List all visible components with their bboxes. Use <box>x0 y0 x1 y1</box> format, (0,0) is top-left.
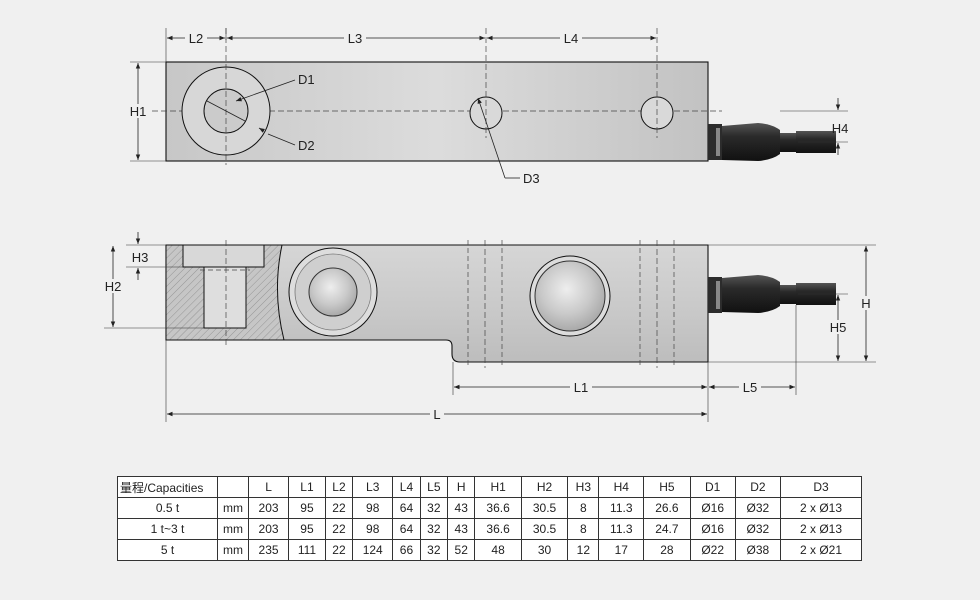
table-header-cell <box>217 476 249 498</box>
table-header-row: 量程/Capacities L L1 L2 L3 L4 L5 H H1 H2 H… <box>117 476 862 498</box>
label-l3: L3 <box>348 31 362 46</box>
table-cell: 95 <box>288 518 326 540</box>
table-header-cell: L1 <box>288 476 326 498</box>
table-cell: 36.6 <box>474 497 522 519</box>
label-l: L <box>433 407 440 422</box>
table-cell: 22 <box>324 539 354 561</box>
table-cell: 124 <box>352 539 394 561</box>
table-cell: 52 <box>447 539 476 561</box>
table-cell: Ø16 <box>689 518 736 540</box>
table-cell: 17 <box>598 539 645 561</box>
table-cell: 203 <box>247 497 290 519</box>
table-cell: 2 x Ø21 <box>780 539 862 561</box>
label-d1: D1 <box>298 72 315 87</box>
table-cell: Ø32 <box>734 518 782 540</box>
table-row: 0.5 t mm 203 95 22 98 64 32 43 36.6 30.5… <box>117 497 862 519</box>
table-header-cell: L <box>247 476 290 498</box>
table-header-cell: H5 <box>643 476 691 498</box>
table-cell: 98 <box>352 497 394 519</box>
table-cell: 32 <box>419 518 449 540</box>
table-cell: 12 <box>567 539 600 561</box>
table-cell: 235 <box>247 539 290 561</box>
front-view <box>104 232 876 422</box>
table-header-cell: L3 <box>352 476 394 498</box>
table-cell: 11.3 <box>598 518 645 540</box>
table-header-cell: L4 <box>392 476 421 498</box>
table-cell: 203 <box>247 518 290 540</box>
table-header-cell: L2 <box>324 476 354 498</box>
table-cell: 32 <box>419 539 449 561</box>
table-header-cell: H2 <box>520 476 569 498</box>
table-cell: 1 t~3 t <box>117 518 218 540</box>
table-cell: 66 <box>392 539 421 561</box>
top-view <box>130 28 848 179</box>
table-cell: 0.5 t <box>117 497 218 519</box>
table-cell: 28 <box>643 539 691 561</box>
table-cell: 111 <box>288 539 326 561</box>
table-cell: Ø38 <box>734 539 782 561</box>
tapped-hole-top <box>182 244 265 268</box>
label-l5: L5 <box>743 380 757 395</box>
table-header-cell: H3 <box>567 476 600 498</box>
table-cell: 11.3 <box>598 497 645 519</box>
table-cell: 26.6 <box>643 497 691 519</box>
capacity-spec-table: 量程/Capacities L L1 L2 L3 L4 L5 H H1 H2 H… <box>117 476 862 561</box>
table-header-cell: L5 <box>419 476 449 498</box>
table-cell: mm <box>217 497 249 519</box>
table-cell: 30 <box>520 539 569 561</box>
label-h: H <box>861 296 870 311</box>
table-cell: 8 <box>567 497 600 519</box>
table-cell: 43 <box>447 518 476 540</box>
table-cell: 22 <box>324 518 354 540</box>
table-cell: 36.6 <box>474 518 522 540</box>
label-l1: L1 <box>574 380 588 395</box>
table-cell: mm <box>217 539 249 561</box>
table-cell: Ø16 <box>689 497 736 519</box>
table-header-cell: H4 <box>598 476 645 498</box>
load-cell-drawing: L2 L3 L4 H1 H4 D1 D2 D3 H3 H2 H H5 L1 L5… <box>102 28 876 422</box>
table-header-cell: D1 <box>689 476 736 498</box>
table-row: 1 t~3 t mm 203 95 22 98 64 32 43 36.6 30… <box>117 518 862 540</box>
table-cell: 32 <box>419 497 449 519</box>
table-cell: 2 x Ø13 <box>780 518 862 540</box>
table-cell: 48 <box>474 539 522 561</box>
label-l2: L2 <box>189 31 203 46</box>
table-header-cell: 量程/Capacities <box>117 476 218 498</box>
label-l4: L4 <box>564 31 578 46</box>
table-cell: 98 <box>352 518 394 540</box>
table-header-cell: D3 <box>780 476 862 498</box>
table-row: 5 t mm 235 111 22 124 66 32 52 48 30 12 … <box>117 539 862 561</box>
table-cell: 5 t <box>117 539 218 561</box>
table-cell: 30.5 <box>520 497 569 519</box>
label-h3: H3 <box>132 250 149 265</box>
table-cell: Ø22 <box>689 539 736 561</box>
table-cell: 95 <box>288 497 326 519</box>
table-cell: mm <box>217 518 249 540</box>
label-d2: D2 <box>298 138 315 153</box>
table-cell: 22 <box>324 497 354 519</box>
table-cell: 24.7 <box>643 518 691 540</box>
label-d3: D3 <box>523 171 540 186</box>
table-cell: 43 <box>447 497 476 519</box>
label-h5: H5 <box>830 320 847 335</box>
table-cell: 2 x Ø13 <box>780 497 862 519</box>
table-header-cell: D2 <box>734 476 782 498</box>
label-h2: H2 <box>105 279 122 294</box>
table-cell: 8 <box>567 518 600 540</box>
tapped-hole-bore <box>203 266 247 329</box>
table-cell: 64 <box>392 518 421 540</box>
table-cell: Ø32 <box>734 497 782 519</box>
label-h4: H4 <box>832 121 849 136</box>
table-header-cell: H <box>447 476 476 498</box>
table-cell: 64 <box>392 497 421 519</box>
table-header-cell: H1 <box>474 476 522 498</box>
label-h1: H1 <box>130 104 147 119</box>
dimension-labels: L2 L3 L4 H1 H4 D1 D2 D3 H3 H2 H H5 L1 L5… <box>102 31 873 422</box>
table-cell: 30.5 <box>520 518 569 540</box>
